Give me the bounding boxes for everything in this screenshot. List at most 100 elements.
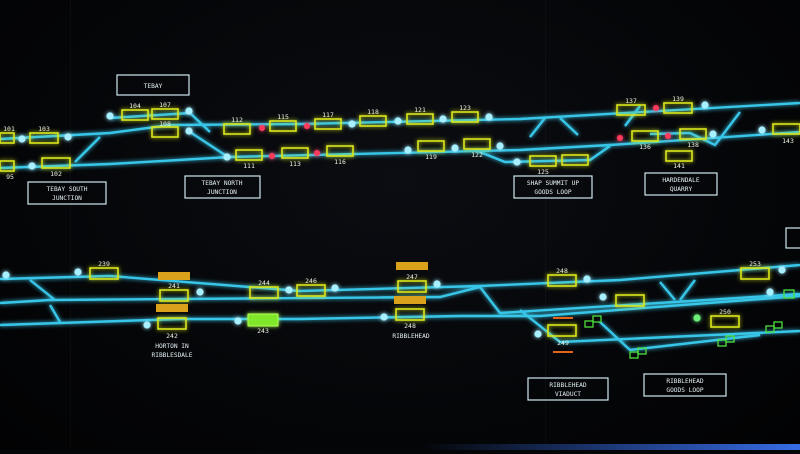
signal-red-aspect[interactable] [259, 125, 265, 131]
berth-box[interactable] [561, 154, 589, 166]
berth-box[interactable] [41, 157, 71, 169]
signal-light[interactable] [185, 107, 193, 115]
signal-light[interactable] [28, 162, 36, 170]
signal-light[interactable] [106, 112, 114, 120]
berth-box[interactable] [157, 317, 187, 330]
signal-light[interactable] [74, 268, 82, 276]
label-harden-2: QUARRY [670, 186, 693, 193]
lower-down-line [0, 294, 800, 327]
signal-green-aspect[interactable] [693, 314, 701, 322]
berth-box[interactable] [615, 294, 645, 307]
berth-box[interactable] [740, 267, 770, 280]
berth-box[interactable] [359, 115, 387, 127]
signal-light[interactable] [534, 330, 542, 338]
signal-light[interactable] [196, 288, 204, 296]
signal-red-aspect[interactable] [653, 105, 659, 111]
label-ribblehead: RIBBLEHEAD [392, 333, 430, 340]
signal-light[interactable] [18, 135, 26, 143]
berth-number: 108 [159, 120, 171, 128]
signal-light[interactable] [234, 317, 242, 325]
berth-box[interactable] [223, 123, 251, 135]
crossover-lower-b [48, 304, 62, 323]
berth-box[interactable] [406, 113, 434, 125]
berth-box[interactable] [679, 128, 707, 140]
signal-light[interactable] [223, 153, 231, 161]
signal-light[interactable] [433, 280, 441, 288]
berth-box[interactable] [665, 150, 693, 162]
berth-box[interactable] [397, 280, 427, 293]
berth-box[interactable] [121, 109, 149, 121]
signal-red-aspect[interactable] [314, 150, 320, 156]
signal-light[interactable] [766, 288, 774, 296]
berth-box[interactable] [296, 284, 326, 297]
signal-light[interactable] [439, 115, 447, 123]
crossover-lower-c [659, 281, 676, 301]
berth-box[interactable] [395, 308, 425, 321]
route-marker [629, 351, 639, 359]
label-shap-2: GOODS LOOP [534, 189, 572, 196]
signal-light[interactable] [496, 142, 504, 150]
berth-box[interactable] [631, 130, 659, 142]
signal-light[interactable] [599, 293, 607, 301]
berth-box[interactable] [89, 267, 119, 280]
signal-light[interactable] [485, 113, 493, 121]
berth-number: 243 [257, 327, 269, 335]
berth-box[interactable] [249, 286, 279, 299]
berth-box[interactable] [616, 104, 646, 116]
berth-number: 95 [6, 173, 14, 181]
signal-red-aspect[interactable] [269, 153, 275, 159]
berth-number: 101 [3, 125, 15, 133]
berth-box[interactable] [710, 315, 740, 328]
berth-box[interactable] [29, 132, 59, 144]
berth-box[interactable] [451, 111, 479, 123]
berth-box[interactable] [0, 132, 15, 144]
signal-light[interactable] [394, 117, 402, 125]
berth-box[interactable] [547, 324, 577, 337]
berth-box[interactable] [547, 274, 577, 287]
panel-seam [545, 0, 546, 450]
signal-light[interactable] [709, 130, 717, 138]
berth-box[interactable] [235, 149, 263, 161]
berth-box[interactable] [663, 102, 693, 114]
signal-red-aspect[interactable] [617, 135, 623, 141]
berth-box[interactable] [463, 138, 491, 150]
berth-box[interactable] [151, 108, 179, 120]
signal-light[interactable] [701, 101, 709, 109]
label-viaduct-2: VIADUCT [555, 391, 581, 398]
signal-light[interactable] [331, 284, 339, 292]
signal-light[interactable] [513, 158, 521, 166]
signal-light[interactable] [583, 275, 591, 283]
berth-occupied[interactable] [247, 313, 279, 327]
signal-red-aspect[interactable] [304, 123, 310, 129]
amber-indicator [396, 262, 428, 270]
signal-light[interactable] [380, 313, 388, 321]
signal-light[interactable] [185, 127, 193, 135]
berth-box[interactable] [269, 120, 297, 132]
berth-box[interactable] [0, 160, 15, 172]
berth-number: 125 [537, 168, 549, 176]
signal-light[interactable] [348, 120, 356, 128]
crossover-tebay-a [74, 136, 101, 163]
berth-box[interactable] [417, 140, 445, 152]
berth-box[interactable] [151, 126, 179, 138]
signal-light[interactable] [143, 321, 151, 329]
berth-box[interactable] [281, 147, 309, 159]
signal-light[interactable] [404, 146, 412, 154]
signal-light[interactable] [285, 286, 293, 294]
berth-box[interactable] [314, 118, 342, 130]
berth-box[interactable] [529, 155, 557, 167]
berth-box[interactable] [159, 289, 189, 302]
berth-number: 121 [414, 106, 426, 114]
signal-light[interactable] [451, 144, 459, 152]
berth-box[interactable] [772, 123, 800, 135]
signal-red-aspect[interactable] [665, 133, 671, 139]
signal-light[interactable] [2, 271, 10, 279]
signal-light[interactable] [778, 266, 786, 274]
viaduct-branch [519, 309, 800, 344]
signal-light[interactable] [64, 133, 72, 141]
signal-light[interactable] [758, 126, 766, 134]
berth-box[interactable] [326, 145, 354, 157]
label-horton-1: HORTON IN [155, 343, 189, 350]
berth-number: 122 [471, 151, 483, 159]
